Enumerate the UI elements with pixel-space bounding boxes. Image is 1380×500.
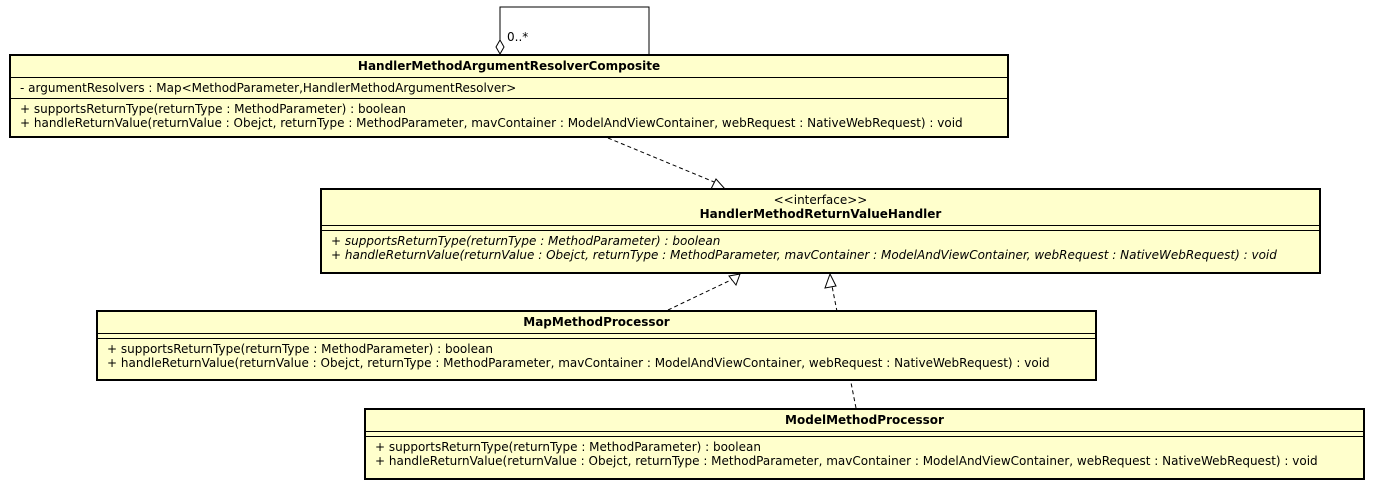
realization-arrowhead: [824, 272, 837, 289]
operation-section: + supportsReturnType(returnType : Method…: [11, 98, 1007, 133]
class-header: HandlerMethodArgumentResolverComposite: [11, 56, 1007, 77]
class-header: ModelMethodProcessor: [366, 410, 1363, 431]
class-name: ModelMethodProcessor: [785, 413, 944, 427]
operation-row: + supportsReturnType(returnType : Method…: [107, 342, 493, 356]
attribute-section: [322, 225, 1319, 230]
realization-map-line: [667, 278, 734, 311]
interface-handler-method-return-value-handler[interactable]: <<interface>> HandlerMethodReturnValueHa…: [320, 188, 1321, 274]
attribute-row: - argumentResolvers : Map<MethodParamete…: [20, 81, 517, 95]
operation-section: + supportsReturnType(returnType : Method…: [98, 338, 1095, 373]
operation-row: + handleReturnValue(returnValue : Obejct…: [331, 248, 1277, 262]
class-name: HandlerMethodArgumentResolverComposite: [357, 59, 661, 73]
class-name: MapMethodProcessor: [523, 315, 670, 329]
class-map-method-processor[interactable]: MapMethodProcessor + supportsReturnType(…: [96, 310, 1097, 381]
operation-row: + supportsReturnType(returnType : Method…: [20, 102, 406, 116]
operation-row: + supportsReturnType(returnType : Method…: [375, 440, 761, 454]
class-name: HandlerMethodReturnValueHandler: [699, 207, 942, 221]
operation-section: + supportsReturnType(returnType : Method…: [322, 230, 1319, 265]
operation-row: + handleReturnValue(returnValue : Obejct…: [20, 116, 963, 130]
attribute-section: - argumentResolvers : Map<MethodParamete…: [11, 77, 1007, 98]
attribute-section: [98, 333, 1095, 338]
realization-arrowhead: [728, 273, 741, 287]
aggregation-diamond: [495, 38, 505, 56]
class-header: MapMethodProcessor: [98, 312, 1095, 333]
class-model-method-processor[interactable]: ModelMethodProcessor + supportsReturnTyp…: [364, 408, 1365, 480]
attribute-section: [366, 431, 1363, 436]
operation-row: + handleReturnValue(returnValue : Obejct…: [375, 454, 1318, 468]
class-handler-method-argument-resolver-composite[interactable]: HandlerMethodArgumentResolverComposite -…: [9, 54, 1009, 138]
class-header: <<interface>> HandlerMethodReturnValueHa…: [322, 190, 1319, 225]
operation-row: + handleReturnValue(returnValue : Obejct…: [107, 356, 1050, 370]
stereotype-label: <<interface>>: [773, 193, 868, 207]
operation-row: + supportsReturnType(returnType : Method…: [331, 234, 721, 248]
operation-section: + supportsReturnType(returnType : Method…: [366, 436, 1363, 471]
realization-composite-line: [607, 137, 720, 185]
multiplicity-label: 0..*: [507, 30, 529, 44]
